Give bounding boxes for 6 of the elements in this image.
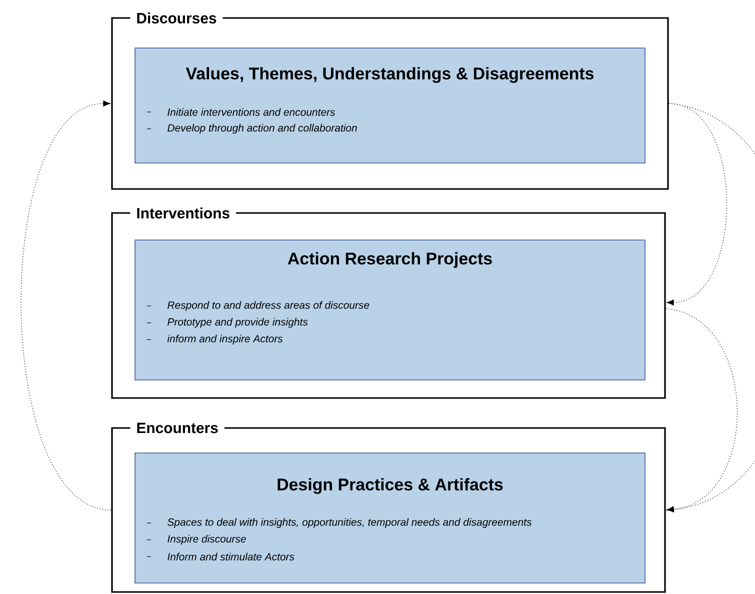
content-box: Action Research Projects Respond to and address areas of discourse Prototype and provide insights inform and inspire Actors	[134, 240, 646, 380]
arrow	[20, 100, 112, 510]
content-box: Values, Themes, Understandings & Disagreements Initiate interventions and encounters Develop through action and collaboration	[134, 48, 646, 164]
arrow	[666, 103, 728, 306]
arrow	[665, 308, 738, 512]
content-box: Design Practices & Artifacts Spaces to deal with insights, opportunities, temporal needs and disagreements Inspire discourse Inform and stimulate Actors	[134, 452, 646, 584]
